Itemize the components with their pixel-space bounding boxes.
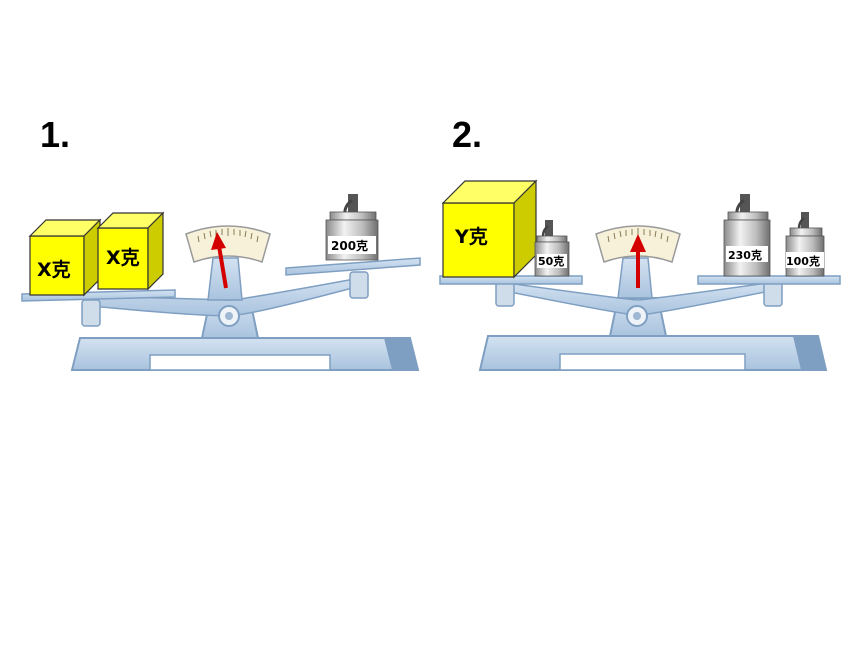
cube-x-left: X克 bbox=[28, 218, 102, 297]
weight-label-200: 200克 bbox=[331, 238, 368, 253]
pointer-arrow-2 bbox=[630, 234, 646, 252]
right-pan-2 bbox=[697, 275, 841, 285]
cube-x-right: X克 bbox=[96, 211, 165, 291]
cube-y: Y克 bbox=[441, 179, 538, 279]
balance-scale-2: 2. bbox=[439, 114, 841, 371]
right-pan-1 bbox=[285, 257, 421, 276]
pointer-1 bbox=[217, 245, 228, 289]
cube-label-x1: X克 bbox=[37, 258, 71, 281]
cube-label-y: Y克 bbox=[454, 225, 488, 248]
weight-label-100: 100克 bbox=[786, 254, 820, 268]
weight-label-50: 50克 bbox=[538, 254, 564, 268]
dial-2 bbox=[595, 225, 681, 299]
pointer-arrow-1 bbox=[211, 232, 226, 250]
weight-label-230: 230克 bbox=[728, 248, 762, 262]
weight-230: 230克 bbox=[723, 194, 771, 277]
left-pan-1 bbox=[21, 289, 176, 302]
dial-1 bbox=[185, 225, 271, 301]
weight-50: 50克 bbox=[534, 220, 570, 277]
balance-scale-1: 1. bbox=[21, 114, 421, 371]
weight-100: 100克 bbox=[785, 212, 825, 277]
cube-label-x2: X克 bbox=[106, 246, 140, 269]
scale-base-1 bbox=[70, 337, 420, 371]
scale-base-2 bbox=[478, 335, 828, 371]
problem-number-1: 1. bbox=[40, 114, 70, 155]
weight-200: 200克 bbox=[325, 194, 379, 261]
problem-number-2: 2. bbox=[452, 114, 482, 155]
scale-beam-1 bbox=[81, 271, 369, 327]
